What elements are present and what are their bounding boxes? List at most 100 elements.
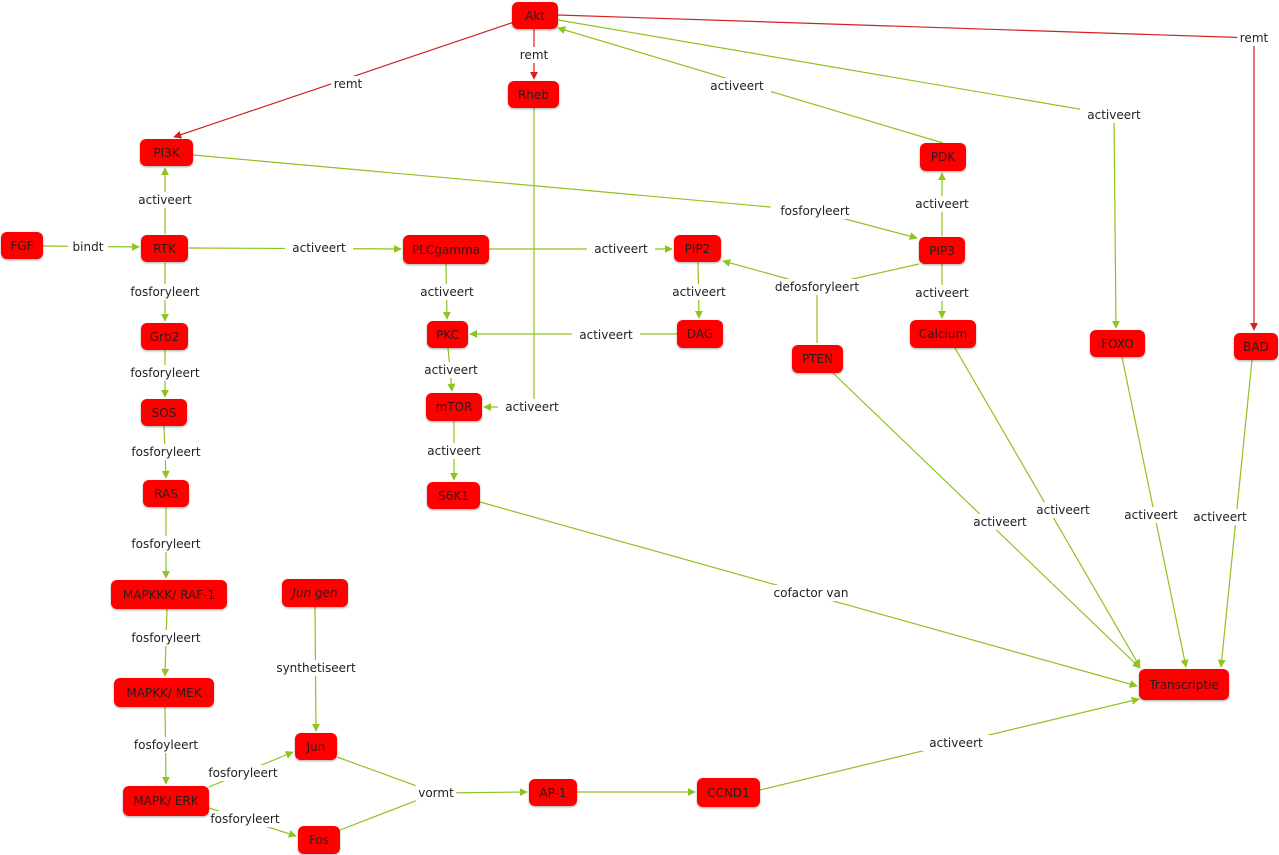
edge-label: fosforyleert [210,812,279,826]
edge-label: activeert [292,241,346,255]
edge-label-background [284,240,354,256]
node-ccnd1[interactable]: CCND1 [697,778,760,807]
edge-label: fosforyleert [131,631,200,645]
edge-label-background [702,78,772,94]
edge-label-background [765,279,869,295]
edge-label: fosforyleert [130,285,199,299]
edge-label: activeert [1087,108,1141,122]
edge-label-background [1028,502,1098,518]
edge-label: activeert [672,285,726,299]
edge-label-background [586,241,656,257]
edge-label-background [120,284,210,300]
node-pi3k[interactable]: PI3K [140,139,193,166]
edge-label: remt [520,48,549,62]
edge-label-background [770,203,860,219]
node-ras[interactable]: RAS [143,480,189,507]
node-akt[interactable]: Akt [512,2,558,29]
edge-label: activeert [138,193,192,207]
node-dag[interactable]: DAG [677,320,723,348]
node-mapkk[interactable]: MAPKK/ MEK [114,678,214,707]
edge-label: vormt [418,786,454,800]
edge-label: activeert [420,285,474,299]
edge-label-background [130,192,200,208]
node-pip3[interactable]: PIP3 [919,237,965,264]
edge-label: activeert [973,515,1027,529]
edge-label: fosforyleert [131,537,200,551]
edge-label-background [125,737,207,753]
edge-label-background [415,785,457,801]
edge-label-background [120,365,210,381]
edge-label: fosforyleert [780,204,849,218]
node-pkc[interactable]: PKC [427,321,468,348]
edge-label-background [121,536,211,552]
edge-akt-bad [557,14,1258,331]
node-sos[interactable]: SOS [141,399,187,426]
node-pip2[interactable]: PIP2 [674,235,721,262]
edge-label-background [1237,30,1271,46]
edge-label-background [571,327,641,343]
edge-label-background [497,399,567,415]
node-jungen[interactable]: Jun gen [282,579,348,607]
node-mtor[interactable]: mTOR [426,393,482,421]
node-foxo[interactable]: FOXO [1090,330,1145,357]
edge-label-background [1079,107,1149,123]
edge-label-background [121,444,211,460]
node-mapkkk[interactable]: MAPKKK/ RAF-1 [111,580,227,609]
edge-label: fosfoyleert [134,738,199,752]
node-transcriptie[interactable]: Transcriptie [1139,669,1229,700]
edge-label: remt [334,77,363,91]
edge-label-background [965,514,1035,530]
edge-label-background [766,585,856,601]
edge-label: activeert [929,736,983,750]
edge-label: activeert [1124,508,1178,522]
node-jun[interactable]: Jun [295,733,337,760]
edge-label: synthetiseert [276,661,356,675]
edge-label-background [419,443,489,459]
edge-label-background [268,660,364,676]
edge-label: activeert [427,444,481,458]
edge-label-background [664,284,734,300]
edge-label: activeert [594,242,648,256]
edge-label: fosforyleert [131,445,200,459]
edge-label: activeert [424,363,478,377]
node-grb2[interactable]: Grb2 [141,323,188,350]
edge-label: activeert [1193,510,1247,524]
edge-label-background [200,811,290,827]
edge-label-background [416,362,486,378]
node-bad[interactable]: BAD [1234,333,1278,360]
edge-label: fosforyleert [130,366,199,380]
edge-label-background [121,630,211,646]
edge-pi3k-pip3 [192,154,918,241]
edge-label: activeert [710,79,764,93]
node-rheb[interactable]: Rheb [508,81,559,108]
edge-label: activeert [1036,503,1090,517]
node-fgf[interactable]: FGF [1,232,43,259]
edge-label: remt [1240,31,1269,45]
node-rtk[interactable]: RTK [141,235,188,262]
edge-label: bindt [73,240,104,254]
node-pdk[interactable]: PDK [920,143,966,171]
edge-pten-pip2 [722,259,920,343]
edge-label-background [517,47,551,63]
node-mapk[interactable]: MAPK/ ERK [123,786,209,816]
edge-label: defosforyleert [775,280,859,294]
edge-label-background [907,196,977,212]
edge-label-background [921,735,991,751]
edge-label-background [907,285,977,301]
node-calcium[interactable]: Calcium [910,320,976,348]
edge-label-background [198,765,288,781]
node-fos[interactable]: Fos [298,826,340,854]
edge-label: fosforyleert [208,766,277,780]
edge-label-background [331,76,365,92]
edge-label-background [412,284,482,300]
edge-label: cofactor van [774,586,849,600]
node-plcgamma[interactable]: PLCgamma [403,235,489,264]
edge-label-background [67,239,109,255]
node-s6k1[interactable]: S6K1 [427,482,480,509]
node-pten[interactable]: PTEN [792,345,843,373]
edge-label: activeert [579,328,633,342]
node-ap1[interactable]: AP-1 [529,779,577,806]
edge-label-background [1116,507,1186,523]
edge-label-background [1185,509,1255,525]
